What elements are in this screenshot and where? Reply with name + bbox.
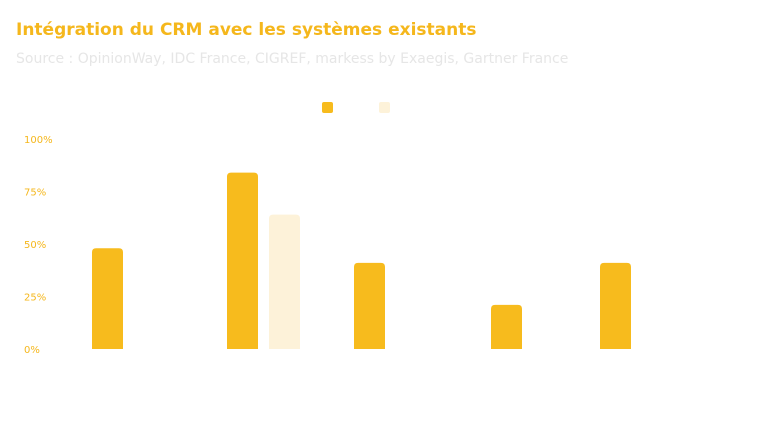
y-tick-label: 0% bbox=[24, 345, 40, 356]
bar-series-1-category-5 bbox=[600, 262, 631, 349]
bars bbox=[92, 172, 631, 349]
bar-series-1-category-3 bbox=[354, 262, 385, 349]
bar-series-2-category-2 bbox=[269, 214, 300, 349]
y-tick-label: 75% bbox=[24, 188, 46, 199]
bar-series-1-category-2 bbox=[227, 172, 258, 349]
chart-subtitle: Source : OpinionWay, IDC France, CIGREF,… bbox=[16, 51, 569, 67]
chart-title: Intégration du CRM avec les systèmes exi… bbox=[16, 20, 477, 40]
legend-swatch-series-1 bbox=[322, 102, 333, 113]
bar-series-1-category-4 bbox=[491, 304, 522, 349]
y-tick-label: 50% bbox=[24, 240, 46, 251]
legend-swatch-series-2 bbox=[379, 102, 390, 113]
bar-series-1-category-1 bbox=[92, 248, 123, 349]
y-axis: 0% 25% 50% 75% 100% bbox=[24, 135, 53, 356]
y-tick-label: 25% bbox=[24, 293, 46, 304]
y-tick-label: 100% bbox=[24, 135, 53, 146]
